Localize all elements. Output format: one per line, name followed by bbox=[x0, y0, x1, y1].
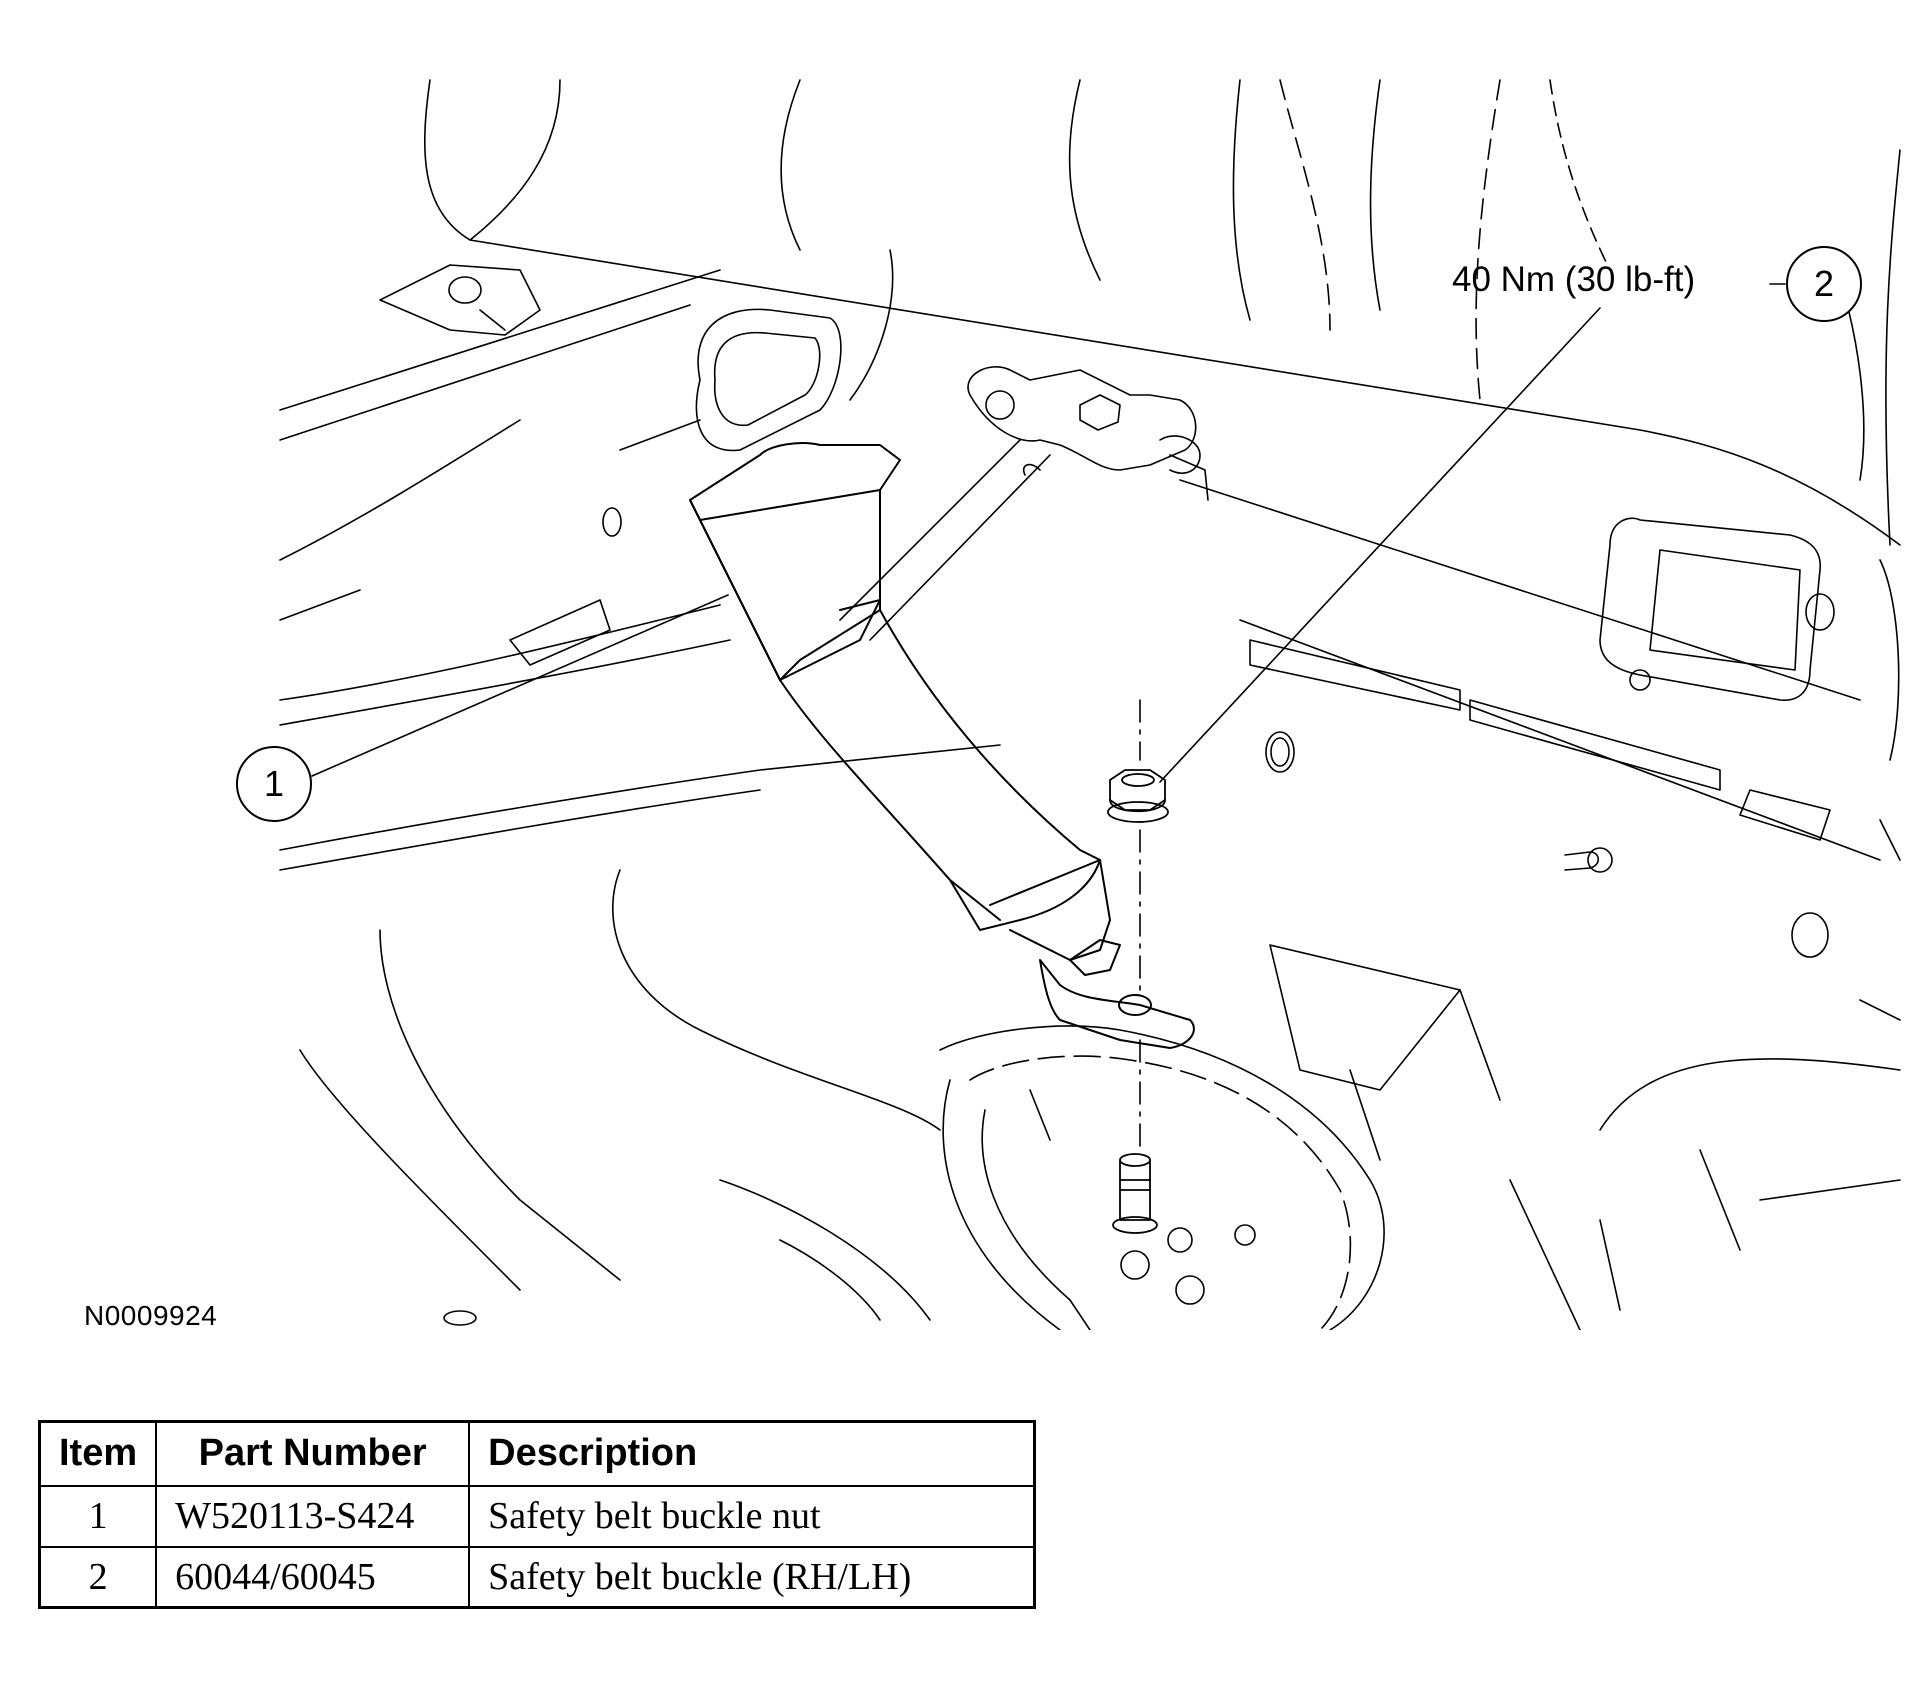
seat-belt-buckle-diagram bbox=[279, 79, 1901, 1330]
description-cell: Safety belt buckle nut bbox=[468, 1484, 1036, 1548]
item-cell: 2 bbox=[38, 1545, 158, 1609]
right-floor-panel bbox=[1179, 479, 1901, 1330]
spare-well-outline bbox=[299, 869, 1501, 1330]
figure-id: N0009924 bbox=[84, 1300, 218, 1331]
anchor-bracket-top bbox=[839, 366, 1209, 641]
callout-1: 1 bbox=[236, 746, 312, 822]
buckle-strap-outline bbox=[689, 442, 1195, 1049]
header-item: Item bbox=[38, 1420, 158, 1487]
table-row: 2 60044/60045 Safety belt buckle (RH/LH) bbox=[38, 1545, 1036, 1609]
header-description: Description bbox=[468, 1420, 1036, 1487]
part-number-cell: 60044/60045 bbox=[155, 1545, 471, 1609]
stud-drawing bbox=[1112, 1153, 1158, 1234]
table-row: 1 W520113-S424 Safety belt buckle nut bbox=[38, 1484, 1036, 1548]
item-cell: 1 bbox=[38, 1484, 158, 1548]
callout-2-leader bbox=[1159, 307, 1601, 783]
parts-table: Item Part Number Description 1 W520113-S… bbox=[38, 1420, 1036, 1609]
parts-table-header-row: Item Part Number Description bbox=[38, 1420, 1036, 1487]
floor-pan-outline bbox=[279, 249, 1001, 871]
buckle-nut-drawing bbox=[1107, 769, 1169, 823]
torque-spec-label: 40 Nm (30 lb-ft) bbox=[1452, 260, 1696, 299]
description-cell: Safety belt buckle (RH/LH) bbox=[468, 1545, 1036, 1609]
seat-back-outline bbox=[424, 79, 1901, 546]
callout-1-leader bbox=[311, 594, 729, 777]
header-part-number: Part Number bbox=[155, 1420, 471, 1487]
callout-2: 2 bbox=[1786, 246, 1862, 322]
part-number-cell: W520113-S424 bbox=[155, 1484, 471, 1548]
